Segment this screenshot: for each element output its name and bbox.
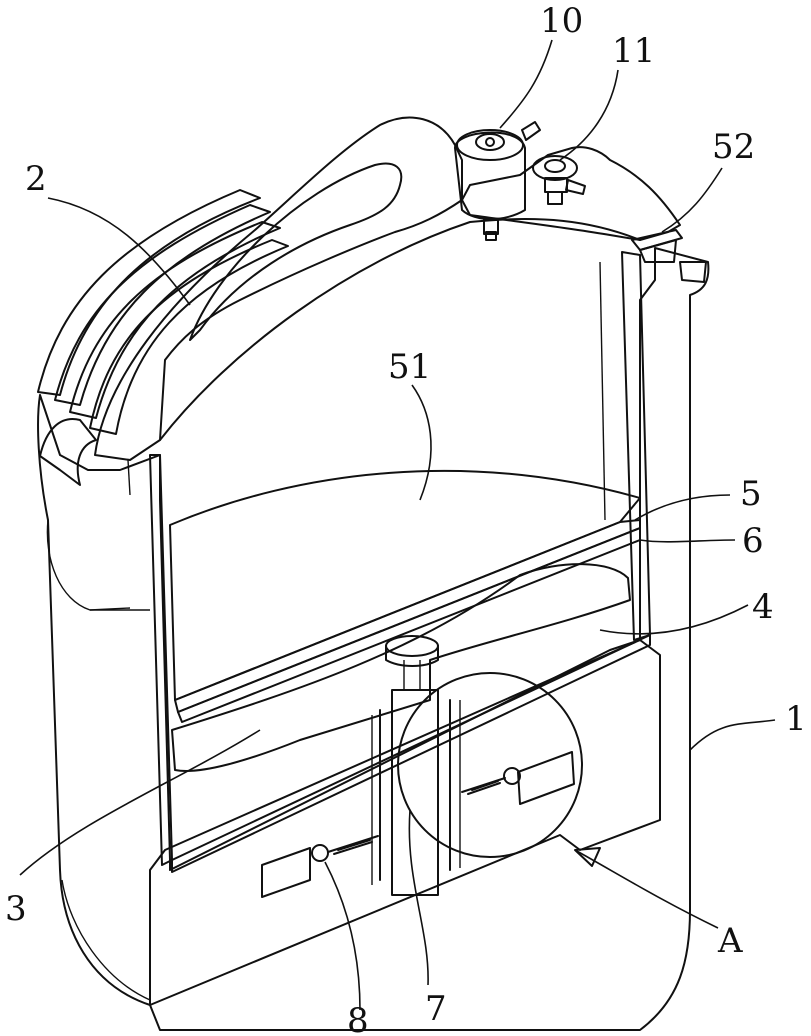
label-8: 8 (347, 1001, 369, 1036)
label-6: 6 (742, 521, 764, 561)
lid-assembly (38, 118, 680, 485)
label-5: 5 (740, 474, 762, 514)
label-1: 1 (785, 699, 807, 739)
detail-circle-a (398, 673, 582, 857)
label-3: 3 (5, 889, 27, 929)
label-11: 11 (612, 31, 655, 71)
sensor-8 (262, 836, 378, 897)
label-7: 7 (425, 989, 447, 1029)
label-51: 51 (388, 347, 431, 387)
float-valve-11 (533, 156, 585, 204)
perforated-plate-5 (170, 471, 640, 712)
label-10: 10 (540, 1, 583, 41)
label-52: 52 (712, 127, 755, 167)
spring-7 (372, 660, 460, 895)
label-a: A (717, 921, 743, 961)
part-labels: 10 11 52 2 51 5 6 4 1 3 7 8 A (5, 1, 807, 1036)
leader-lines (20, 40, 775, 1010)
label-2: 2 (25, 159, 47, 199)
support-plate-6 (178, 528, 640, 722)
sensor-right (462, 752, 574, 804)
inner-pot (128, 252, 650, 872)
rim-seal-52 (632, 230, 706, 282)
label-4: 4 (752, 587, 774, 627)
